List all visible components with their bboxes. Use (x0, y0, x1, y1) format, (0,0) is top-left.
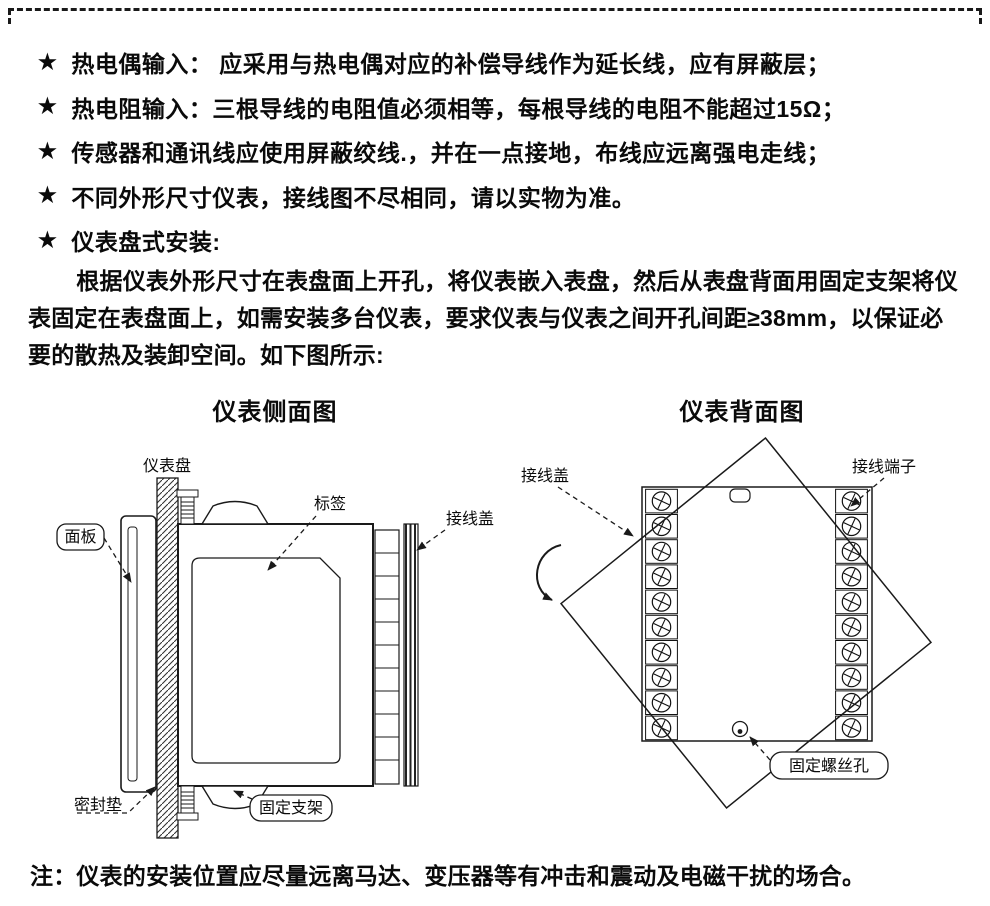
tag-area-shape (191, 557, 341, 764)
terminal-strip (374, 529, 400, 785)
note-item-rtd: ★ 热电阻输入：三根导线的电阻值必须相等，每根导线的电阻不能超过15Ω； (38, 85, 970, 130)
note-text: 热电偶输入： 应采用与热电偶对应的补偿导线作为延长线，应有屏蔽层； (71, 51, 831, 78)
back-view-figure: 接线盖 接线端子 固定螺丝孔 (521, 436, 933, 810)
fixing-screw-hole-shape (731, 720, 749, 738)
back-wiring-cover-label: 接线盖 (521, 467, 569, 485)
screw-hole-label: 固定螺丝孔 (789, 757, 869, 775)
fixing-bracket-leader (233, 790, 253, 800)
note-item-thermocouple: ★ 热电偶输入： 应采用与热电偶对应的补偿导线作为延长线，应有屏蔽层； (38, 40, 970, 85)
wiring-cover-shape (403, 523, 419, 787)
front-panel-label: 面板 (64, 528, 96, 546)
screw-hole-label-box (769, 751, 889, 780)
fixing-bracket-label: 固定支架 (259, 799, 323, 817)
front-panel-inner-edge (127, 526, 138, 782)
star-icon: ★ (38, 184, 58, 208)
side-view-title: 仪表侧面图 (212, 400, 338, 426)
star-icon: ★ (38, 228, 58, 252)
side-view-figure: 仪表盘 (56, 456, 494, 839)
front-panel-shape (120, 515, 157, 793)
top-notch (729, 488, 751, 503)
page-left-dashed-border (8, 9, 11, 24)
page-right-dashed-border (979, 9, 982, 24)
note-text: 热电阻输入：三根导线的电阻值必须相等，每根导线的电阻不能超过15Ω； (71, 95, 846, 122)
back-view-title: 仪表背面图 (679, 400, 805, 426)
note-item-dimensions: ★ 不同外形尺寸仪表，接线图不尽相同，请以实物为准。 (38, 174, 970, 219)
back-wiring-cover-leader (557, 486, 634, 537)
panel-board-shape (156, 477, 179, 839)
rotation-arrow-icon (536, 544, 562, 601)
instrument-body (177, 523, 374, 787)
page-top-dashed-border (8, 8, 982, 11)
instrument-back-body (641, 486, 873, 742)
note-item-sensor-wiring: ★ 传感器和通讯线应使用屏蔽绞线.，并在一点接地，布线应远离强电走线； (38, 129, 970, 174)
installation-diagrams: 仪表盘 (56, 436, 933, 839)
star-icon: ★ (38, 50, 58, 74)
star-icon: ★ (38, 95, 58, 119)
note-text: 不同外形尺寸仪表，接线图不尽相同，请以实物为准。 (71, 184, 636, 211)
seal-gasket-leader (77, 786, 156, 814)
tag-leader (267, 515, 317, 571)
note-item-panel-mount-heading: ★ 仪表盘式安装: (38, 218, 970, 263)
wiring-cover-diamond (559, 436, 933, 810)
terminals-label: 接线端子 (852, 458, 916, 476)
fixing-bracket-label-box (249, 794, 333, 822)
front-panel-label-box (56, 523, 105, 551)
wiring-cover-leader (416, 529, 446, 551)
bottom-note: 注：仪表的安装位置应尽量远离马达、变压器等有冲击和震动及电磁干扰的场合。 (30, 863, 866, 889)
star-icon: ★ (38, 139, 58, 163)
note-text: 仪表盘式安装: (71, 229, 221, 256)
terminals-leader (850, 477, 885, 507)
panel-board-label: 仪表盘 (143, 456, 191, 475)
top-fixing-bracket (200, 500, 270, 525)
installation-paragraph: 根据仪表外形尺寸在表盘面上开孔，将仪表嵌入表盘，然后从表盘背面用固定支架将仪表固… (28, 268, 958, 368)
bottom-screw (176, 785, 199, 821)
notes-list: ★ 热电偶输入： 应采用与热电偶对应的补偿导线作为延长线，应有屏蔽层； ★ 热电… (38, 40, 970, 263)
seal-gasket-label: 密封垫 (74, 796, 122, 814)
note-text: 传感器和通讯线应使用屏蔽绞线.，并在一点接地，布线应远离强电走线； (71, 140, 831, 167)
top-screw (176, 489, 199, 525)
tag-label: 标签 (314, 495, 346, 513)
wiring-cover-label: 接线盖 (446, 510, 494, 528)
